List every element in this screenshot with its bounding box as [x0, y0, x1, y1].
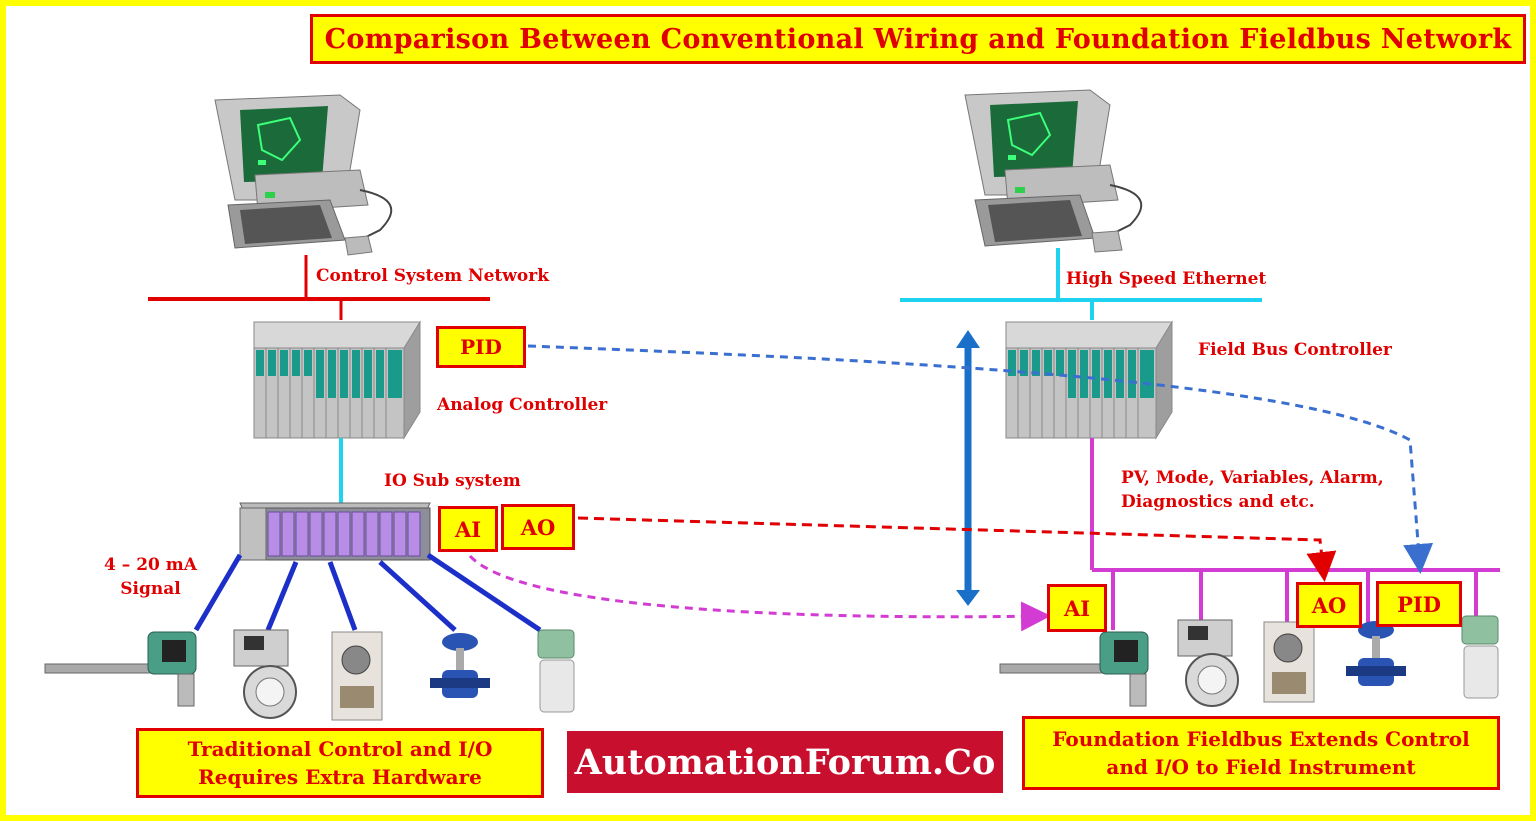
signal-label-line1: 4 – 20 mA: [104, 555, 197, 575]
right-control-valve-icon: [1346, 621, 1406, 686]
left-ai-box: AI: [438, 506, 498, 552]
left-caption-line1: Traditional Control and I/O: [187, 737, 493, 761]
left-ao-box: AO: [501, 504, 575, 550]
fieldbus-controller-label: Field Bus Controller: [1198, 340, 1392, 360]
brand-banner: AutomationForum.Co: [567, 731, 1003, 793]
right-caption-line2: and I/O to Field Instrument: [1106, 755, 1416, 779]
comparison-double-arrow: [956, 330, 980, 606]
fieldbus-info-line1: PV, Mode, Variables, Alarm,: [1121, 468, 1384, 488]
high-speed-ethernet-label: High Speed Ethernet: [1066, 269, 1267, 289]
right-pid-box: PID: [1376, 581, 1462, 627]
left-pressure-transmitter-icon: [331, 631, 383, 721]
left-control-valve-icon: [430, 633, 490, 698]
diagram-title: Comparison Between Conventional Wiring a…: [310, 14, 1526, 64]
fieldbus-controller-rack-icon: [1005, 320, 1173, 440]
right-caption: Foundation Fieldbus Extends Control and …: [1022, 716, 1500, 790]
analog-signal-wires: [193, 552, 542, 633]
left-pid-box: PID: [436, 326, 526, 368]
left-transmitter-1-icon: [44, 631, 197, 707]
left-caption: Traditional Control and I/O Requires Ext…: [136, 728, 544, 798]
right-transmitter-2-icon: [1461, 615, 1499, 699]
left-transmitter-2-icon: [537, 629, 575, 713]
ai-migration-link: [468, 554, 1051, 632]
left-flowmeter-icon: [233, 629, 297, 719]
analog-controller-label: Analog Controller: [437, 395, 608, 415]
right-ao-box: AO: [1296, 582, 1362, 628]
io-subsystem-label: IO Sub system: [384, 471, 521, 491]
right-flowmeter-icon: [1177, 619, 1239, 707]
right-computer-icon: [964, 89, 1143, 253]
signal-label-line2: Signal: [120, 579, 181, 599]
left-caption-line2: Requires Extra Hardware: [198, 765, 482, 789]
right-pressure-transmitter-icon: [1263, 621, 1315, 703]
right-ai-box: AI: [1047, 584, 1107, 632]
fieldbus-info-line2: Diagnostics and etc.: [1121, 492, 1315, 512]
ao-migration-link: [577, 516, 1337, 582]
right-transmitter-1-icon: [999, 631, 1149, 707]
analog-controller-rack-icon: [253, 320, 421, 440]
pid-migration-link: [527, 344, 1434, 574]
io-subsystem-icon: [239, 502, 431, 561]
right-caption-line1: Foundation Fieldbus Extends Control: [1052, 727, 1470, 751]
left-computer-icon: [214, 94, 393, 256]
control-system-network-label: Control System Network: [316, 266, 549, 286]
